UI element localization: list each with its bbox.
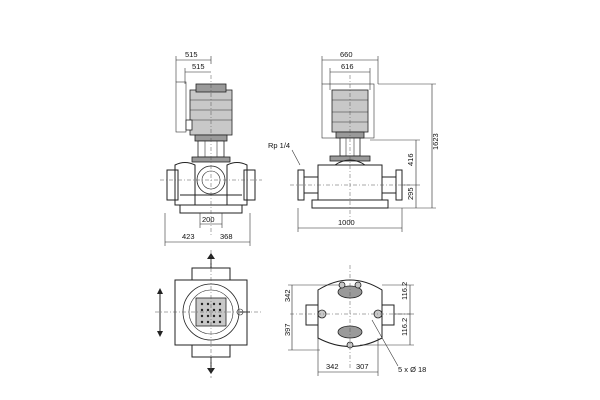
terminal-box-detail	[185, 119, 193, 131]
dim-side-top2: 616	[341, 62, 354, 71]
dim-side-height-lower: 295	[406, 187, 415, 200]
terminal-box	[175, 81, 187, 133]
label-rp: Rp 1/4	[268, 141, 290, 150]
side-flange-left	[297, 169, 305, 201]
dim-side-height-total: 1623	[431, 133, 440, 150]
plan-view: 116.2 116.2 342 397 342 307 5 x Ø 18	[283, 265, 426, 376]
dim-plan-right-top: 116.2	[400, 282, 409, 300]
pump-housing-right	[226, 162, 248, 206]
dim-front-top1: 515	[185, 50, 198, 59]
dim-side-height-upper: 416	[406, 153, 415, 166]
bottom-view	[155, 250, 262, 378]
pump-housing-left	[174, 162, 196, 206]
dim-front-top2: 515	[192, 62, 205, 71]
dim-plan-right-bottom: 116.2	[400, 318, 409, 336]
dim-side-width: 1000	[338, 218, 355, 227]
dim-side-top1: 660	[340, 50, 353, 59]
dim-plan-bottom-left: 342	[326, 362, 339, 371]
dim-plan-left-bottom: 397	[283, 323, 292, 336]
label-holes: 5 x Ø 18	[398, 365, 426, 374]
grid-dots	[200, 302, 222, 324]
dim-front-bottom-left: 423	[182, 232, 195, 241]
dim-front-bottom-center: 200	[202, 215, 215, 224]
plan-hole-2	[354, 281, 362, 289]
side-view: Rp 1/4 660 616 1000 1623 416 295	[268, 50, 440, 232]
dim-plan-bottom-right: 307	[356, 362, 369, 371]
front-view: 515 515 200 423 368	[160, 50, 262, 246]
dim-front-bottom-right: 368	[220, 232, 233, 241]
dim-plan-left-top: 342	[283, 289, 292, 302]
